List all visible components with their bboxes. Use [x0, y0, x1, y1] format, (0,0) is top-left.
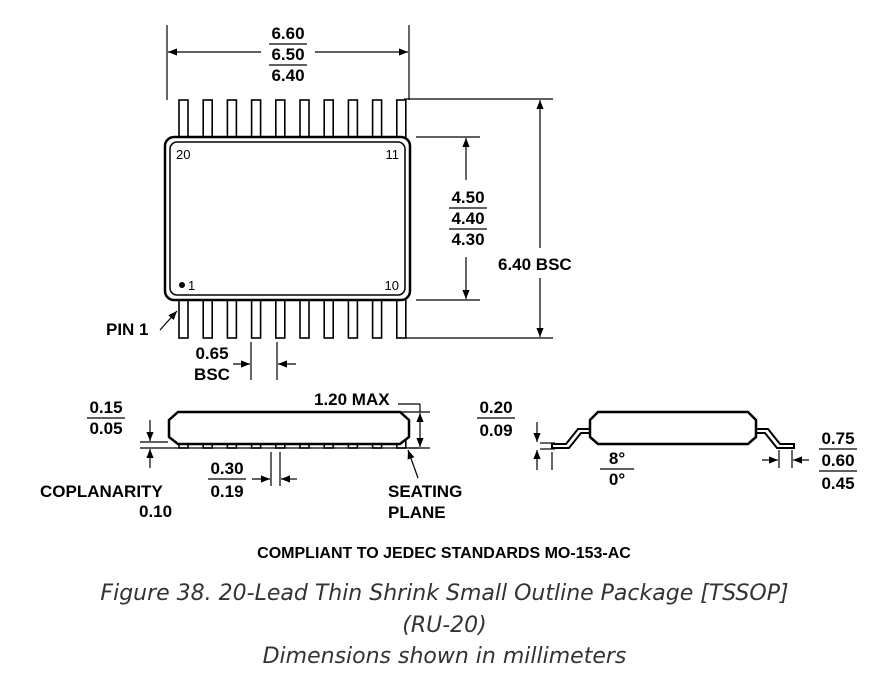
- lead-width-min-value: 0.19: [210, 482, 243, 501]
- caption-line-3: Dimensions shown in millimeters: [262, 644, 627, 669]
- bottom-lead: [395, 296, 407, 339]
- bottom-lead: [178, 296, 189, 339]
- caption-line-2: (RU-20): [402, 613, 487, 638]
- top-lead: [395, 99, 407, 141]
- pin-label-10: 10: [385, 278, 399, 293]
- angle-min-value: 0°: [609, 470, 625, 489]
- bottom-lead: [323, 296, 335, 339]
- top-lead: [178, 99, 189, 141]
- pin-label-20: 20: [176, 147, 190, 162]
- top-lead: [250, 99, 262, 141]
- bottom-lead: [299, 296, 310, 339]
- compliance-note: COMPLIANT TO JEDEC STANDARDS MO-153-AC: [257, 545, 631, 562]
- coplanarity-value: 0.10: [139, 502, 172, 521]
- bottom-lead: [202, 296, 213, 339]
- package-body-inner: [169, 141, 406, 296]
- width-max-value: 6.60: [271, 24, 304, 43]
- angle-max-value: 8°: [609, 449, 625, 468]
- seating-plane-label-2: PLANE: [388, 503, 446, 522]
- body-max-value: 4.50: [451, 188, 484, 207]
- seating-plane-leader: [407, 449, 419, 479]
- pin1-leader-arrow: [159, 310, 178, 331]
- top-lead: [226, 99, 238, 141]
- width-nom-value: 6.50: [271, 45, 304, 64]
- top-lead: [371, 99, 383, 141]
- top-lead: [202, 99, 213, 141]
- top-lead: [299, 99, 310, 141]
- width-label-bg: [261, 20, 315, 86]
- pin-label-11: 11: [386, 147, 400, 162]
- caption-line-1: Figure 38. 20-Lead Thin Shrink Small Out…: [100, 581, 789, 606]
- top-lead: [274, 99, 286, 141]
- standoff-min-value: 0.05: [89, 419, 122, 438]
- package-body-outer: [163, 135, 412, 302]
- bottom-lead: [226, 296, 238, 339]
- pin1-label: PIN 1: [106, 320, 149, 339]
- pitch-value: 0.65: [195, 344, 228, 363]
- end-view-right-lead: [756, 428, 795, 449]
- end-view-left-lead: [551, 428, 590, 449]
- foot-nom-value: 0.60: [821, 451, 854, 470]
- pitch-suffix: BSC: [194, 365, 230, 384]
- span-value: 6.40 BSC: [498, 255, 572, 274]
- foot-max-value: 0.75: [821, 429, 854, 448]
- body-nom-value: 4.40: [451, 209, 484, 228]
- standoff-max-value: 0.15: [89, 398, 122, 417]
- lead-width-max-value: 0.30: [210, 459, 243, 478]
- bottom-lead: [250, 296, 262, 339]
- top-view: 20 11 1 10 6.60 6.50 6.40 4.50 4.40 4.30…: [106, 20, 572, 384]
- end-view-body: [588, 410, 758, 446]
- end-view: 0.20 0.09 8° 0° 0.75 0.60 0.45: [477, 398, 857, 493]
- bottom-row-leads: [178, 296, 407, 339]
- height-value: 1.20 MAX: [314, 390, 390, 409]
- top-lead: [323, 99, 335, 141]
- pin1-dot-marker: [179, 282, 185, 288]
- width-min-value: 6.40: [271, 66, 304, 85]
- bottom-lead: [371, 296, 383, 339]
- bottom-lead: [274, 296, 286, 339]
- top-lead: [347, 99, 359, 141]
- thickness-min-value: 0.09: [479, 421, 512, 440]
- seating-plane-label-1: SEATING: [388, 482, 462, 501]
- pin-label-1: 1: [188, 278, 195, 293]
- bottom-lead: [347, 296, 359, 339]
- foot-min-value: 0.45: [821, 474, 854, 493]
- thickness-max-value: 0.20: [479, 398, 512, 417]
- side-body: [167, 410, 411, 446]
- top-row-leads: [178, 99, 407, 141]
- coplanarity-label: COPLANARITY: [40, 482, 163, 501]
- body-min-value: 4.30: [451, 230, 484, 249]
- side-view: 0.15 0.05 1.20 MAX 0.30 0.19 COPLANARITY…: [40, 390, 462, 522]
